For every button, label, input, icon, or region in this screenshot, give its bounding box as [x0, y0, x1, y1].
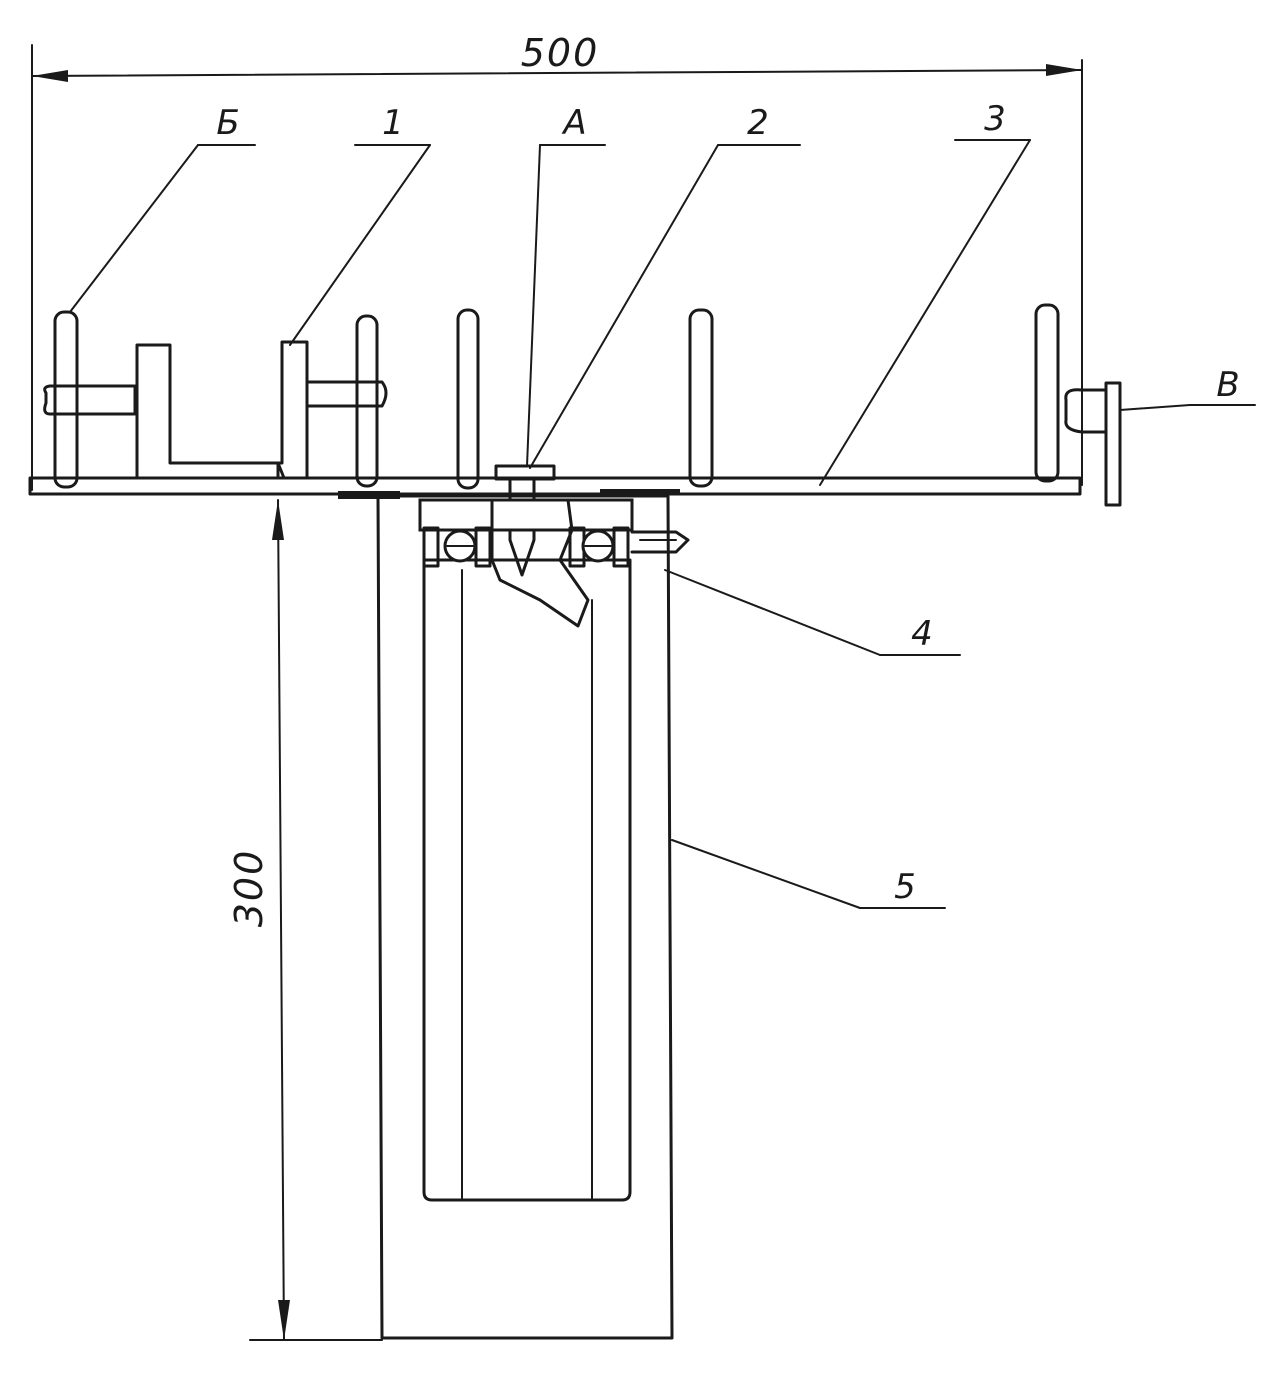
label-1: 1 — [382, 103, 404, 143]
label-b: Б — [216, 103, 239, 143]
label-a: А — [561, 103, 586, 143]
label-3: 3 — [984, 99, 1006, 139]
pin — [53, 310, 79, 489]
side-knob — [1064, 381, 1122, 507]
pin — [456, 308, 480, 490]
angle-bracket — [135, 340, 309, 480]
dimension-height-label: 300 — [227, 849, 271, 928]
left-clamp — [43, 384, 137, 416]
pins — [53, 303, 1060, 490]
pin — [688, 308, 714, 488]
dimension-height: 300 — [227, 499, 383, 1341]
pin — [355, 314, 379, 488]
label-5: 5 — [894, 867, 916, 907]
label-2: 2 — [747, 103, 769, 143]
base-column — [376, 494, 674, 1340]
dimension-width: 500 — [31, 31, 1083, 491]
label-4: 4 — [911, 614, 933, 654]
label-v: В — [1216, 365, 1239, 405]
pin — [1034, 303, 1060, 483]
clamps — [43, 380, 388, 416]
dimension-width-label: 500 — [521, 31, 600, 75]
center-clamp — [305, 380, 388, 408]
bearing — [422, 498, 690, 628]
callouts: Б 1 А 2 3 В 4 5 — [69, 99, 1256, 909]
